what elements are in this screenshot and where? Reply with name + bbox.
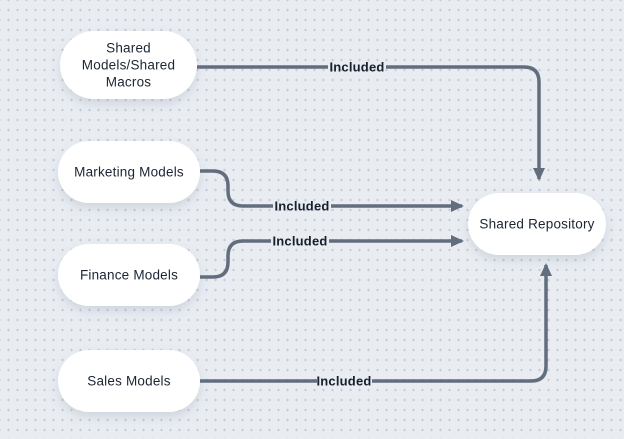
edge-line (200, 169, 273, 208)
node-finance-models-shape[interactable] (58, 244, 200, 306)
node-shared-models-label-line1: Shared (106, 41, 151, 56)
node-shared-models-label-line2: Models/Shared (82, 58, 175, 73)
edge-shared-models-to-repository: Included (197, 60, 545, 181)
node-shared-models-label-line3: Macros (106, 75, 152, 90)
edge-sales-models-to-repository: Included (200, 263, 552, 389)
edge-label-included-3: Included (272, 234, 327, 249)
node-sales-models-label: Sales Models (87, 374, 170, 389)
node-finance-models-label: Finance Models (80, 268, 178, 283)
edge-label-included-1: Included (329, 60, 384, 75)
edge-line (200, 239, 271, 279)
node-shared-models-shape[interactable] (60, 31, 197, 99)
node-shared-repository-label: Shared Repository (479, 217, 594, 232)
node-shared-models[interactable]: Shared Models/Shared Macros (60, 31, 197, 99)
node-shared-repository[interactable]: Shared Repository (468, 193, 606, 255)
edge-marketing-models-to-repository: Included (200, 169, 464, 214)
node-finance-models[interactable]: Finance Models (58, 244, 200, 306)
edge-finance-models-to-repository: Included (200, 234, 464, 279)
node-sales-models[interactable]: Sales Models (58, 350, 200, 412)
node-marketing-models-shape[interactable] (58, 141, 200, 203)
node-sales-models-shape[interactable] (58, 350, 200, 412)
edge-line (372, 263, 552, 383)
node-marketing-models-label: Marketing Models (74, 165, 184, 180)
node-shared-repository-shape[interactable] (468, 193, 606, 255)
edge-label-included-2: Included (274, 199, 329, 214)
node-marketing-models[interactable]: Marketing Models (58, 141, 200, 203)
edge-label-included-4: Included (316, 374, 371, 389)
edge-line (386, 65, 545, 181)
